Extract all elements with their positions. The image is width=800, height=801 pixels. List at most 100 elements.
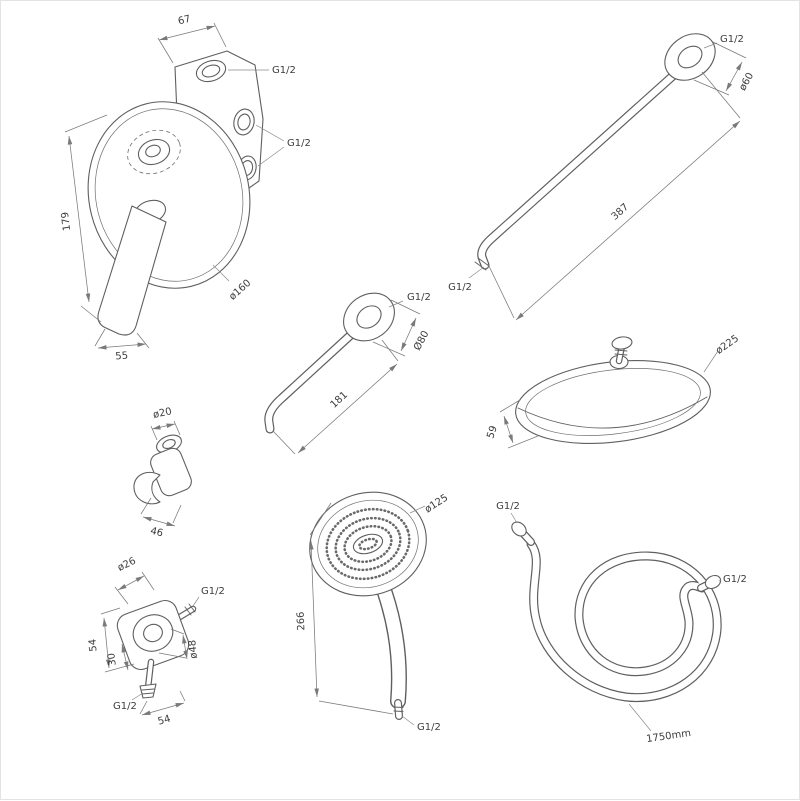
head-ext-line: [507, 435, 539, 449]
hand-shower-drawing: ø125 266 G1/2: [296, 491, 450, 733]
elbow-thread-bottom-leader: [131, 692, 144, 701]
elbow-thread-top-leader: [192, 596, 200, 607]
elbow-boss-dia-dim-line: [117, 575, 145, 591]
head-height-dim-line: [503, 415, 514, 444]
hand-shower-length-dim-line: [309, 540, 319, 698]
arm-length-label: 387: [610, 202, 632, 223]
arm-length-dim-line: [515, 120, 741, 321]
hand-shower-thread-label: G1/2: [417, 722, 441, 733]
mixer-diverter-dashed-circle: [127, 129, 181, 175]
head-disc-rim: [525, 368, 701, 436]
spout-ext-line: [381, 339, 399, 362]
spout-ext-line: [272, 430, 296, 455]
hand-shower-nozzle-ring-2: [334, 516, 402, 572]
holder-ext-line: [140, 497, 152, 515]
elbow-ext-line: [179, 690, 186, 702]
head-disc-thickness: [517, 396, 708, 429]
mixer-height-dim-line: [67, 135, 91, 303]
mixer-ext-line: [94, 328, 106, 347]
hose-thread-right-label: G1/2: [723, 574, 747, 585]
elbow-outlet-cone: [139, 683, 157, 699]
head-height-label: 59: [485, 424, 499, 440]
elbow-ext-line: [100, 607, 121, 615]
mixer-diverter-knob-cap: [145, 144, 161, 158]
mixer-height-label: 179: [60, 211, 73, 231]
hose-connector-left-nut: [511, 521, 527, 537]
holder-drawing: ø20 46: [133, 406, 192, 540]
elbow-boss-bore: [143, 623, 163, 643]
mixer-top-port-bore: [201, 64, 221, 78]
arm-ext-line: [701, 71, 741, 119]
spout-thread-label: G1/2: [407, 292, 431, 303]
elbow-boss-dia-label: ø26: [116, 556, 138, 574]
elbow-outlet-inner: [145, 659, 154, 691]
hand-shower-dia-label: ø125: [423, 492, 450, 515]
spout-flange-dia-dim-line: [400, 317, 417, 352]
mixer-ext-line: [136, 332, 150, 349]
head-ext-line: [499, 399, 521, 413]
hand-shower-head-rim: [317, 499, 419, 589]
elbow-flange-dia-dim-line: [182, 634, 188, 660]
arm-ext-line: [487, 263, 515, 319]
mixer-width-dim-line: [158, 25, 216, 41]
mixer-ext-line: [157, 37, 174, 64]
hose-length-leader: [628, 703, 652, 732]
hand-shower-nozzle-ring-3: [343, 524, 393, 564]
holder-clip: [133, 471, 161, 505]
mixer-width-label: 67: [177, 14, 192, 28]
overhead-shower-drawing: ø225 59: [485, 333, 741, 449]
elbow-flange-dia-label: ø48: [187, 639, 200, 659]
mixer-thread-side-label: G1/2: [287, 138, 311, 149]
holder-plate: [150, 447, 192, 497]
shower-arm-flange-bore: [677, 45, 703, 69]
mixer-depth-dim-line: [97, 342, 147, 350]
spout-flange-dia-label: Ø80: [411, 329, 431, 353]
spout-length-label: 181: [329, 390, 350, 411]
hose-thread-right-leader: [718, 579, 722, 582]
elbow-thread-top-label: G1/2: [201, 586, 225, 597]
mixer-ext-line: [80, 305, 102, 323]
spout-tube-inner: [265, 328, 358, 433]
elbow-spigot-threads: [184, 603, 196, 616]
arm-thread-outlet-leader: [468, 266, 485, 279]
elbow-inner-height-dim-line: [121, 643, 129, 671]
hose-thread-left-leader: [510, 512, 518, 524]
spout-drawing: G1/2 Ø80 181: [264, 292, 431, 455]
holder-dia-label: ø20: [152, 406, 173, 421]
mixer-plate-dia-label: ø160: [227, 278, 253, 303]
arm-flange-dia-dim-line: [725, 61, 743, 92]
shower-arm-drawing: G1/2 ø60 387 G1/2: [448, 33, 756, 321]
mixer-thread-side-leader: [255, 124, 285, 142]
holder-top-ring-bore: [162, 439, 176, 449]
arm-ext-line: [693, 79, 730, 96]
arm-thread-wall-label: G1/2: [720, 34, 744, 45]
elbow-ext-line: [141, 571, 155, 591]
holder-dia-dim-line: [151, 423, 176, 430]
hand-shower-thread-leader: [401, 715, 415, 726]
hand-shower-tip-threads: [393, 706, 404, 712]
holder-ext-line: [173, 420, 181, 436]
elbow-width-label: 54: [157, 714, 172, 728]
head-stem-threads: [614, 349, 628, 356]
hand-shower-ext-line: [309, 502, 332, 536]
elbow-height-dim-line: [102, 617, 111, 669]
mixer-side-port-1-bore: [237, 113, 251, 131]
mixer-ext-line: [213, 22, 227, 48]
hand-shower-length-label: 266: [296, 611, 308, 630]
hand-shower-handle-inner: [378, 586, 406, 708]
hand-shower-tip-inner: [395, 700, 402, 719]
elbow-ext-line: [104, 663, 135, 673]
holder-width-label: 46: [149, 526, 164, 540]
arm-thread-wall-leader: [703, 42, 718, 49]
holder-ext-line: [172, 504, 182, 524]
head-dia-label: ø225: [714, 333, 741, 356]
shower-arm-tube-inner: [478, 70, 679, 269]
mixer-thread-top-label: G1/2: [272, 65, 296, 76]
mixer-ext-line: [64, 114, 108, 133]
shower-arm-tip-threads: [474, 257, 490, 271]
hose-drawing: G1/2 G1/2 1750mm: [496, 501, 747, 745]
arm-flange-dia-label: ø60: [737, 71, 756, 93]
hose-length-label: 1750mm: [646, 728, 692, 745]
